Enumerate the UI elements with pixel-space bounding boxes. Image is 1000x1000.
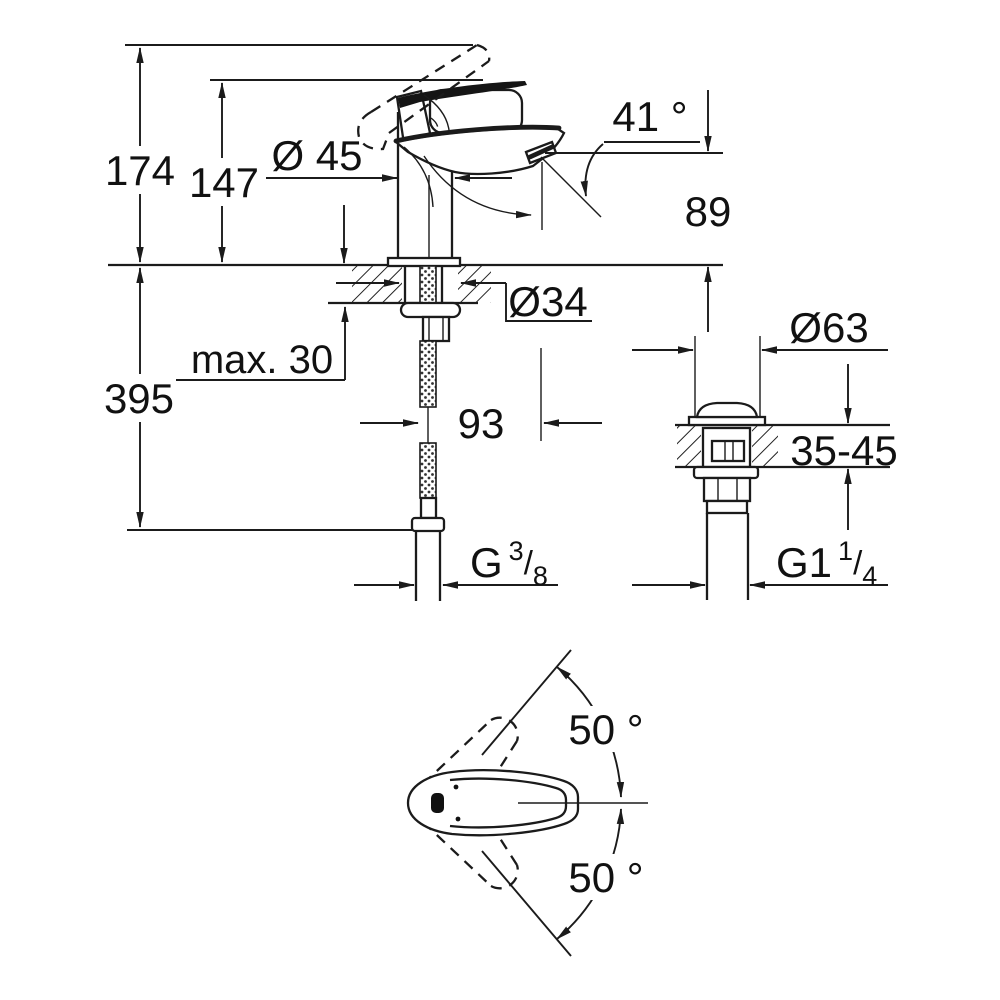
dim-label-spout-reach: 93 xyxy=(458,400,505,447)
aerator-slot xyxy=(527,144,555,160)
handle-dot-bottom xyxy=(455,816,461,822)
dim-label-outlet-height: 89 xyxy=(685,188,732,235)
drain-window xyxy=(710,439,746,463)
drain-flange xyxy=(692,465,760,480)
dim-label-handle-swing-up: 50 ° xyxy=(568,706,643,753)
deck-hatch-left xyxy=(352,266,402,303)
label-bg-50down xyxy=(562,854,650,900)
arc-41deg xyxy=(580,143,604,197)
drain-deck-hatch-left xyxy=(677,426,701,467)
mounting-washer xyxy=(399,301,462,319)
drain-cap-dome xyxy=(695,401,759,419)
handle-cap-mark xyxy=(431,793,444,813)
lever-neck-curve xyxy=(423,94,450,131)
label-bg-395 xyxy=(102,374,176,422)
dim-label-shank-diameter: Ø34 xyxy=(508,278,587,325)
stream-swing-arc xyxy=(423,155,532,219)
handle-raised-dashed xyxy=(357,43,491,151)
dimension-labels: 174 147 Ø 45 41 ° 89 Ø34 max. 30 395 93 … xyxy=(102,93,898,901)
drain-locknut xyxy=(702,476,752,503)
drain-section-view xyxy=(675,401,890,600)
hose-end-collar xyxy=(419,496,438,520)
dim-label-handle-swing-down: 50 ° xyxy=(568,854,643,901)
label-bg-147 xyxy=(187,158,261,206)
supply-hose xyxy=(399,265,462,601)
dim-label-hose-drop: 395 xyxy=(104,375,174,422)
dim-label-flange-diameter: Ø63 xyxy=(789,304,868,351)
leader-dia34 xyxy=(505,283,592,322)
dim-label-total-height: 174 xyxy=(105,147,175,194)
deck-hatch-right xyxy=(458,266,491,303)
handle-dot-top xyxy=(453,784,459,790)
spout-root-curve xyxy=(403,146,434,208)
base-plate xyxy=(386,256,462,268)
label-bg-174 xyxy=(103,146,177,194)
stream-direction-line xyxy=(540,156,602,218)
dim-label-lever-height: 147 xyxy=(189,159,259,206)
drain-cap-brim xyxy=(687,415,767,427)
swing-ref-line-down xyxy=(481,850,572,957)
dim-label-body-diameter: Ø 45 xyxy=(271,132,362,179)
drain-deck-hatch-right xyxy=(752,426,778,467)
hose-end-nut xyxy=(410,516,446,533)
dim-label-max-deck-thickness: max. 30 xyxy=(191,338,333,382)
hose-connector-top xyxy=(421,315,451,343)
lever-blade xyxy=(398,81,527,108)
dim-label-drain-deck-thickness: 35-45 xyxy=(790,427,897,474)
drain-step xyxy=(705,499,749,515)
swing-ref-line-up xyxy=(481,649,572,756)
handle-top-view xyxy=(406,649,648,957)
dim-label-spout-angle: 41 ° xyxy=(612,93,687,140)
faucet-side-view xyxy=(108,43,723,601)
label-bg-50up xyxy=(562,706,650,752)
spout-top-edge xyxy=(393,124,562,144)
